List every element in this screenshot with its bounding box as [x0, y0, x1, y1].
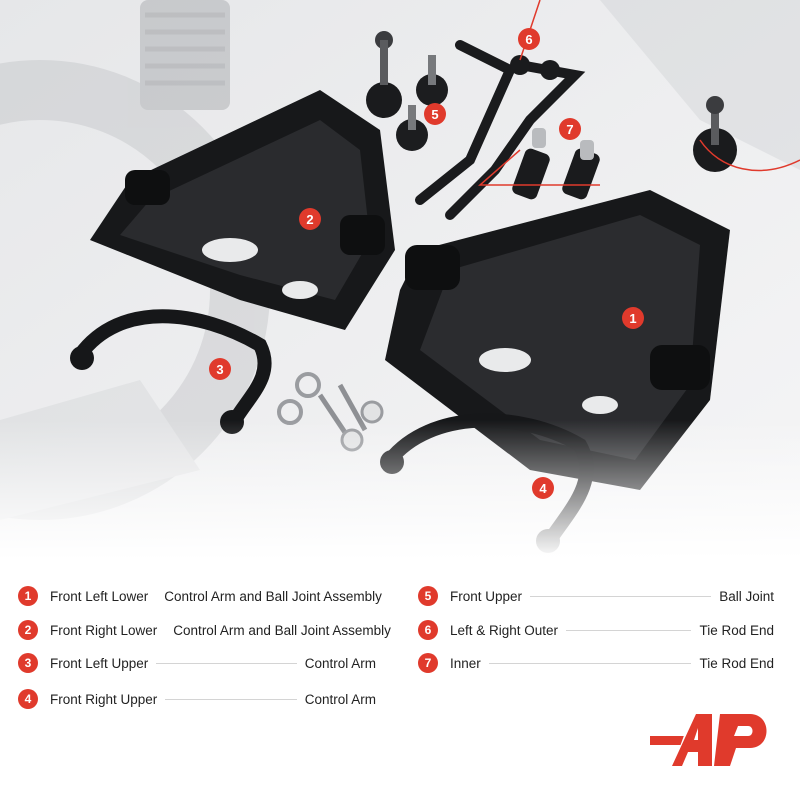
legend-number: 2: [18, 620, 38, 640]
legend-divider: [530, 595, 712, 597]
legend-part: Inner: [450, 655, 481, 671]
legend-divider: [156, 662, 297, 664]
legend-part: Front Right Upper: [50, 691, 158, 707]
legend-part: Front Left Lower: [50, 588, 149, 604]
legend-number: 1: [18, 586, 38, 606]
legend-description: Tie Rod End: [699, 655, 774, 671]
legend-divider: [566, 629, 692, 631]
callout-7: 7: [559, 118, 581, 140]
callout-4: 4: [532, 477, 554, 499]
legend-description: Tie Rod End: [699, 622, 774, 638]
legend-divider: [488, 662, 692, 664]
legend-item: 3 Front Left Upper Control Arm: [18, 652, 376, 674]
legend-divider: [165, 698, 297, 700]
legend-part: Left & Right Outer: [450, 622, 559, 638]
legend-item: 2 Front Right Lower Control Arm and Ball…: [18, 619, 391, 641]
legend-number: 4: [18, 689, 38, 709]
legend-description: Control Arm: [304, 655, 376, 671]
legend-part: Front Upper: [450, 588, 523, 604]
legend-item: 5 Front Upper Ball Joint: [418, 585, 774, 607]
legend-item: 7 Inner Tie Rod End: [418, 652, 774, 674]
callout-3: 3: [209, 358, 231, 380]
legend-part: Front Right Lower: [50, 622, 158, 638]
product-photo: [0, 0, 800, 560]
legend-number: 6: [418, 620, 438, 640]
legend-item: 1 Front Left Lower Control Arm and Ball …: [18, 585, 382, 607]
legend-number: 3: [18, 653, 38, 673]
legend-number: 7: [418, 653, 438, 673]
callout-5: 5: [424, 103, 446, 125]
legend-description: Ball Joint: [719, 588, 774, 604]
legend-description: Control Arm and Ball Joint Assembly: [164, 588, 382, 604]
callout-2: 2: [299, 208, 321, 230]
legend-part: Front Left Upper: [50, 655, 149, 671]
callout-1: 1: [622, 307, 644, 329]
legend-description: Control Arm: [304, 691, 376, 707]
legend-item: 6 Left & Right Outer Tie Rod End: [418, 619, 774, 641]
legend-item: 4 Front Right Upper Control Arm: [18, 688, 376, 710]
legend-number: 5: [418, 586, 438, 606]
legend-description: Control Arm and Ball Joint Assembly: [173, 622, 391, 638]
callout-6: 6: [518, 28, 540, 50]
brand-logo-icon: [650, 714, 767, 766]
